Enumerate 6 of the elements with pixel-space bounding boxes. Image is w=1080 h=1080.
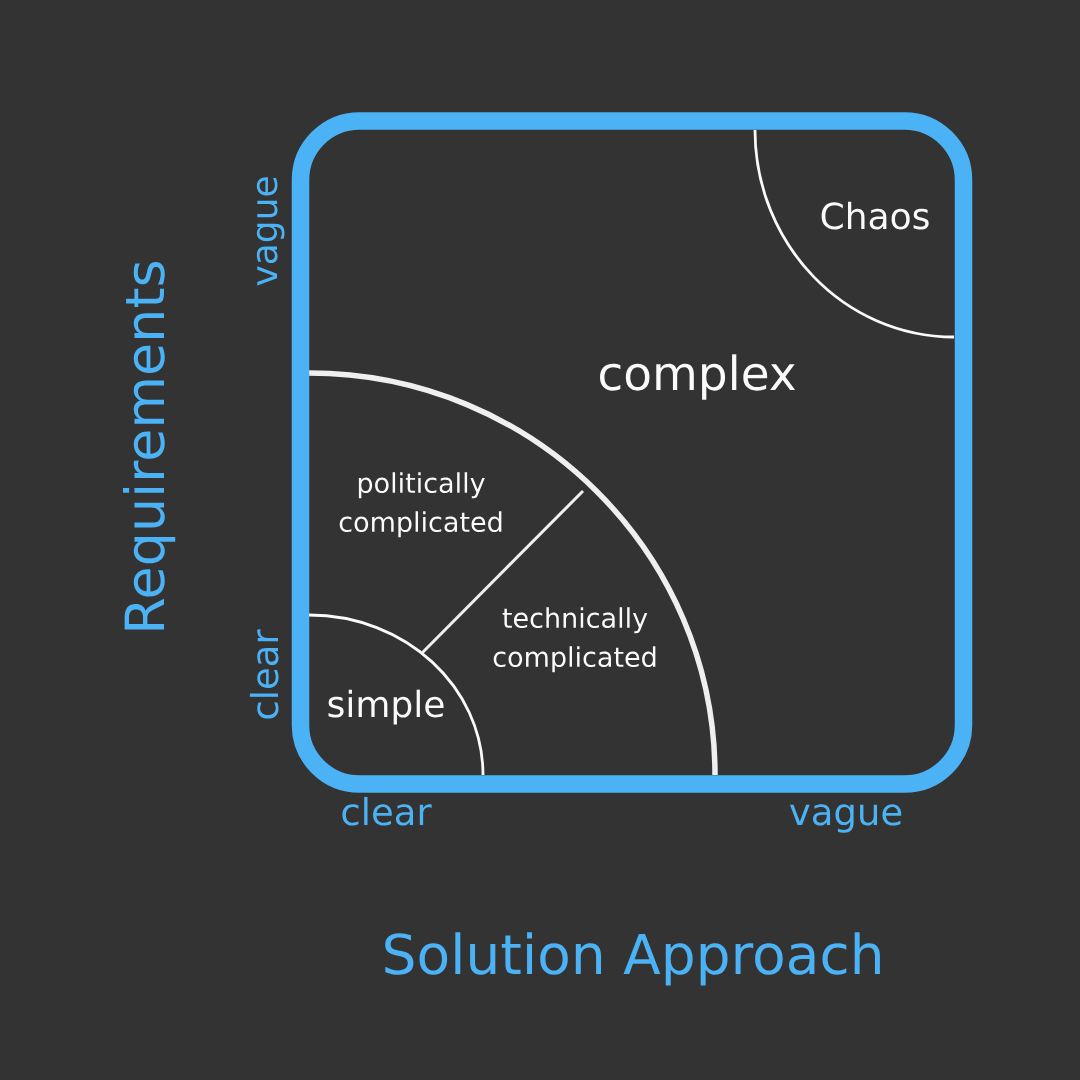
axis-tick-label: vague (789, 804, 902, 833)
axis-title: Requirements (122, 261, 176, 630)
region-label: politically complicated (339, 472, 502, 538)
axis-title: Solution Approach (385, 932, 880, 986)
region-label: technically complicated (493, 607, 656, 673)
axis-tick-label: vague (256, 177, 285, 286)
